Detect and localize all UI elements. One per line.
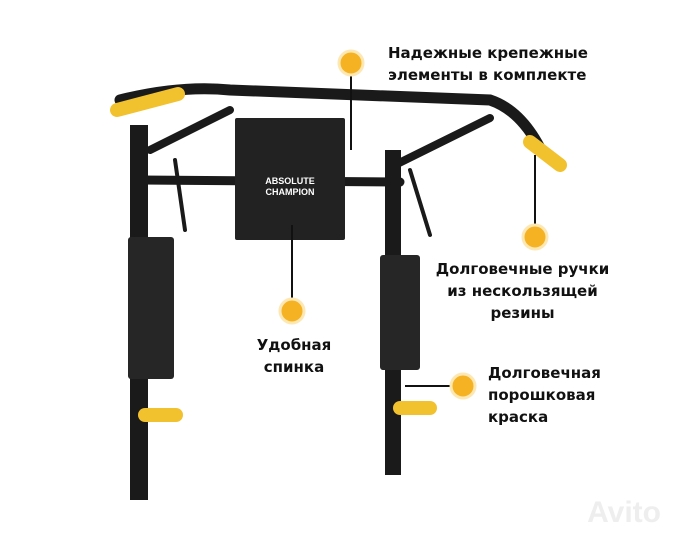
callout-lines: [291, 75, 536, 387]
callout-dot: [278, 297, 306, 325]
callout-grips: Долговечные ручки из нескользящей резины: [435, 260, 610, 322]
right-arm-pad: [380, 255, 420, 370]
svg-text:CHAMPION: CHAMPION: [266, 187, 315, 197]
callout-dot: [337, 49, 365, 77]
callout-dot: [521, 223, 549, 251]
callout-dot: [449, 372, 477, 400]
backrest: [235, 118, 345, 240]
callout-fasteners: Надежные крепежные элементы в комплекте: [388, 44, 588, 84]
callout-paint: Долговечная порошковая краска: [488, 364, 601, 426]
callout-backrest: Удобная спинка: [256, 336, 332, 376]
callout-dots: [278, 49, 549, 400]
left-grip: [110, 87, 185, 117]
brand-logo: ABSOLUTE: [265, 176, 315, 186]
left-arm-pad: [128, 237, 174, 379]
top-bar: [114, 83, 546, 154]
right-grip: [523, 135, 567, 172]
avito-watermark: Avito: [587, 496, 661, 529]
